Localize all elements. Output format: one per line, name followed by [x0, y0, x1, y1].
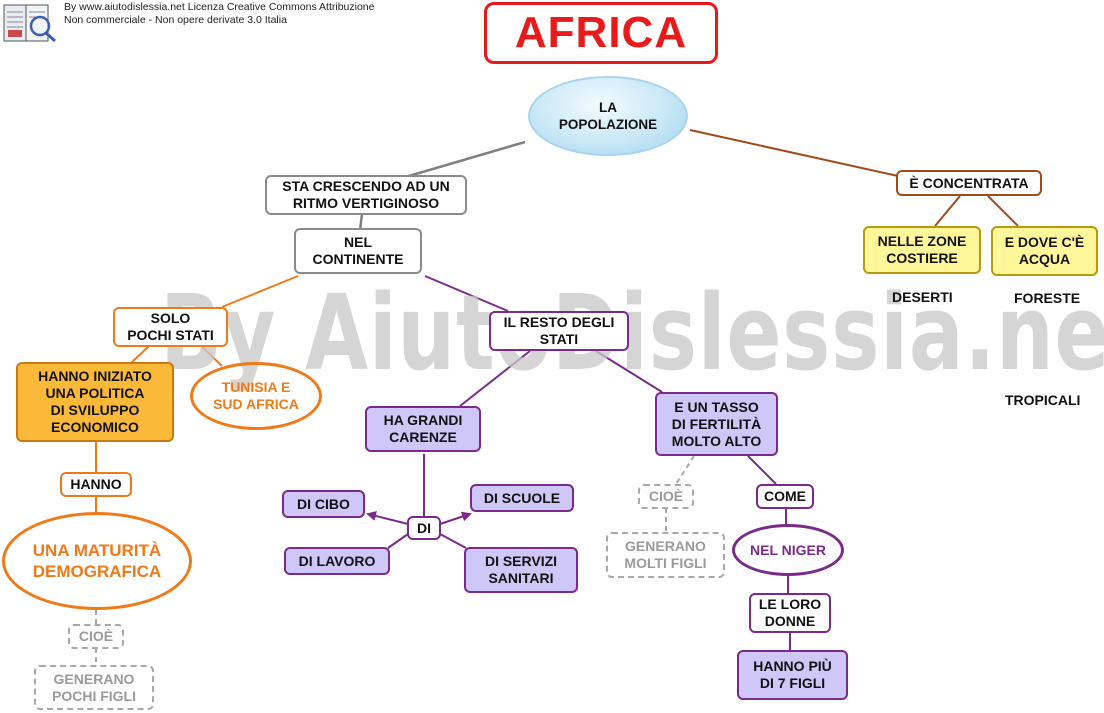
label-foreste: FORESTE: [1014, 290, 1081, 306]
node-servizi-sanitari: DI SERVIZI SANITARI: [464, 547, 578, 593]
node-hanno: HANNO: [60, 472, 132, 497]
line-popolazione-crescendo: [401, 140, 526, 180]
node-politica-sviluppo: HANNO INIZIATO UNA POLITICA DI SVILUPPO …: [16, 362, 174, 442]
line-concentrata-costiere: [934, 195, 961, 227]
line-fertilita-come: [747, 455, 777, 485]
node-come: COME: [756, 484, 814, 509]
line-di-cibo: [366, 511, 409, 525]
node-tunisia-sud-africa: TUNISIA E SUD AFRICA: [190, 362, 322, 430]
license-credit: By www.aiutodislessia.net Licenza Creati…: [64, 1, 374, 27]
line-resto-fertilita: [595, 350, 663, 393]
node-di-scuole: DI SCUOLE: [470, 484, 574, 512]
node-zone-costiere: NELLE ZONE COSTIERE: [863, 226, 981, 274]
node-resto-stati: IL RESTO DEGLI STATI: [489, 311, 629, 351]
license-line-2: Non commerciale - Non opere derivate 3.0…: [64, 14, 287, 26]
line-pochistati-politica: [129, 344, 151, 365]
node-dove-acqua: E DOVE C'È ACQUA: [991, 226, 1098, 276]
watermark: By AiutoDislessia.net: [160, 272, 1104, 394]
node-nel-continente: NEL CONTINENTE: [294, 228, 422, 274]
node-concentrata: È CONCENTRATA: [896, 170, 1042, 196]
node-pochi-figli: GENERANO POCHI FIGLI: [34, 665, 154, 710]
line-crescendo-continente: [358, 213, 364, 231]
line-resto-carenze: [459, 350, 531, 407]
node-la-popolazione: LA POPOLAZIONE: [528, 76, 688, 156]
line-pochistati-tunisia: [199, 344, 223, 367]
node-di-lavoro: DI LAVORO: [284, 547, 390, 575]
node-cioe-left: CIOÈ: [68, 624, 124, 649]
node-molti-figli: GENERANO MOLTI FIGLI: [606, 532, 725, 578]
node-maturita-demografica: UNA MATURITÀ DEMOGRAFICA: [2, 512, 192, 610]
line-di-servizi: [439, 533, 467, 549]
node-loro-donne: LE LORO DONNE: [749, 593, 831, 633]
node-di: DI: [407, 516, 441, 540]
line-di-lavoro: [387, 533, 409, 549]
node-fertilita: E UN TASSO DI FERTILITÀ MOLTO ALTO: [655, 392, 778, 456]
node-pochi-stati: SOLO POCHI STATI: [113, 307, 228, 347]
label-deserti: DESERTI: [892, 289, 953, 305]
license-logo: [2, 2, 58, 44]
node-cioe-mid: CIOÈ: [638, 484, 694, 509]
license-line-1: By www.aiutodislessia.net Licenza Creati…: [64, 1, 375, 13]
line-popolazione-concentrata: [689, 129, 899, 177]
node-nel-niger: NEL NIGER: [732, 524, 844, 576]
node-sette-figli: HANNO PIÙ DI 7 FIGLI: [737, 650, 848, 700]
line-continente-resto: [424, 275, 509, 312]
line-continente-pochistati: [221, 275, 299, 308]
node-di-cibo: DI CIBO: [282, 490, 365, 518]
node-crescendo: STA CRESCENDO AD UN RITMO VERTIGINOSO: [265, 175, 467, 215]
line-concentrata-acqua: [987, 195, 1019, 227]
node-grandi-carenze: HA GRANDI CARENZE: [365, 406, 481, 452]
page-title: AFRICA: [484, 2, 718, 64]
line-di-scuole: [439, 511, 472, 525]
label-tropicali: TROPICALI: [1005, 392, 1081, 408]
book-logo-icon: [3, 4, 56, 43]
line-fertilita-cioe: [675, 455, 695, 485]
